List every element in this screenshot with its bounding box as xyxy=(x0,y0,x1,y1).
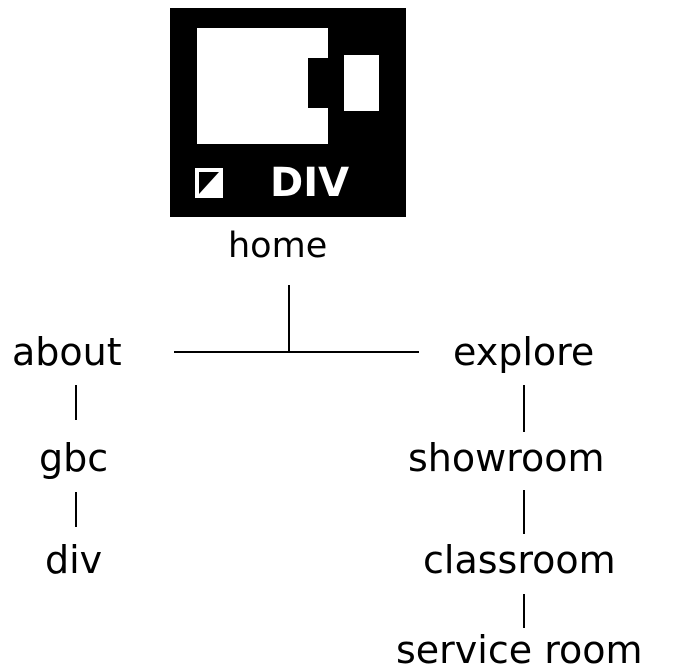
node-showroom: showroom xyxy=(408,436,605,480)
node-classroom: classroom xyxy=(423,538,616,582)
node-gbc: gbc xyxy=(39,436,109,480)
node-explore: explore xyxy=(453,330,595,374)
node-home: home xyxy=(228,226,328,266)
logo-text: DIV xyxy=(270,160,349,206)
div-logo-mark: DIV xyxy=(170,8,406,217)
div-logo: DIV xyxy=(170,8,406,217)
node-div: div xyxy=(45,538,103,582)
node-service-room: service room xyxy=(396,628,643,672)
node-about: about xyxy=(12,330,122,374)
